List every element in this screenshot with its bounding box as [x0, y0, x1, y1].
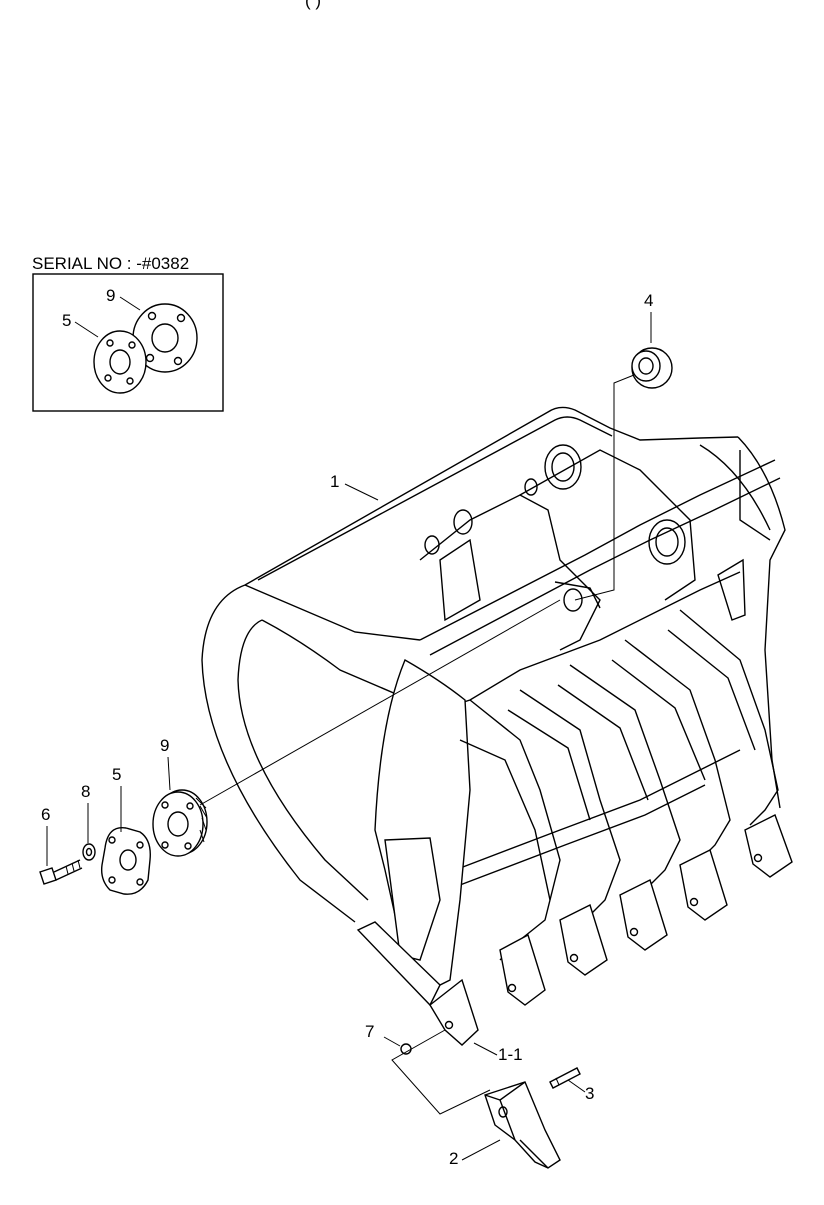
callout-1-1: 1-1 — [498, 1045, 523, 1064]
inset-plate-5 — [93, 330, 147, 394]
bolt-6 — [39, 859, 83, 885]
tooth-2 — [484, 1081, 561, 1169]
leader-2 — [461, 1139, 501, 1161]
leader-inset-5 — [74, 321, 99, 338]
leader-1 — [344, 483, 379, 501]
pin-3 — [549, 1067, 581, 1089]
callout-2: 2 — [449, 1149, 458, 1168]
tine-4 — [557, 664, 681, 951]
bucket-body — [201, 406, 786, 923]
bushing-4 — [574, 347, 673, 601]
tine-6 — [667, 609, 793, 878]
inset-box: SERIAL NO : -#0382 9 5 — [32, 254, 224, 412]
center-line-9 — [199, 599, 561, 806]
serial-label: SERIAL NO : -#0382 — [32, 254, 189, 273]
assembly-line — [391, 1029, 491, 1115]
washer-9 — [152, 789, 208, 857]
tine-2 — [459, 699, 561, 1006]
callout-1: 1 — [330, 472, 339, 491]
inset-frame — [32, 273, 224, 412]
tine-5 — [611, 639, 731, 921]
header-fragment: ( ) — [305, 0, 321, 10]
callout-8: 8 — [81, 782, 90, 801]
callout-7: 7 — [365, 1022, 374, 1041]
callout-6: 6 — [41, 805, 50, 824]
leader-inset-9 — [119, 296, 141, 311]
tine-3 — [507, 689, 621, 976]
washer-8 — [82, 843, 96, 861]
callout-9: 9 — [160, 736, 169, 755]
callout-5: 5 — [112, 765, 121, 784]
leader-9 — [167, 756, 171, 791]
callout-inset-5: 5 — [62, 311, 71, 330]
tine-left — [356, 658, 479, 1046]
leader-1-1 — [473, 1042, 498, 1056]
callout-inset-9: 9 — [106, 286, 115, 305]
callout-4: 4 — [644, 291, 653, 310]
callout-3: 3 — [585, 1084, 594, 1103]
leader-3 — [567, 1079, 586, 1093]
leader-7 — [383, 1036, 401, 1047]
plate-5 — [100, 826, 151, 895]
